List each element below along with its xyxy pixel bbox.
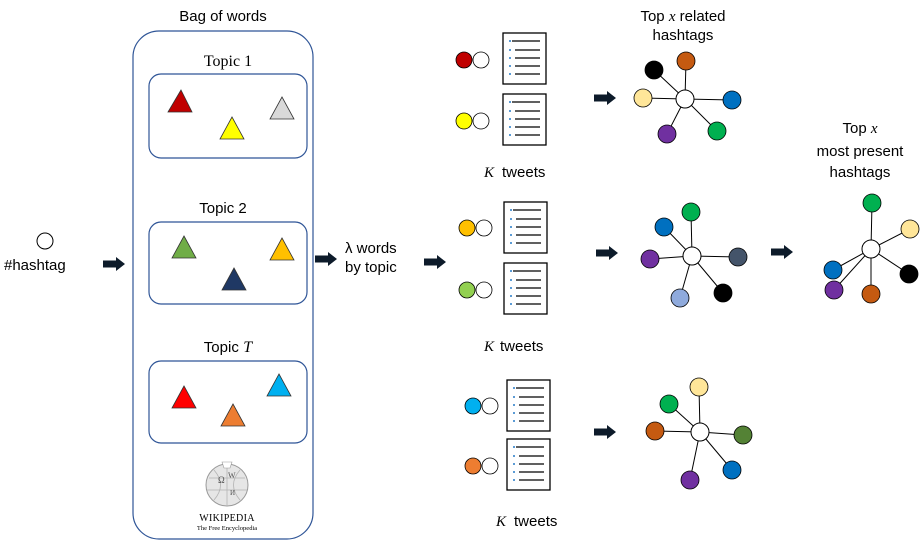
hashtag-node [861,284,881,304]
tweet-document-icon [506,379,551,432]
tweet-document-icon [506,438,551,491]
topic-2-triangle-amber [269,237,295,261]
topic-1-label: Topic 1 [204,53,252,70]
tweet-document-icon [503,201,548,254]
hashtag-dot [458,219,476,237]
hashtag-node [36,232,54,250]
hub-node [675,89,695,109]
arrow-icon [103,257,125,271]
hashtag-node [713,283,733,303]
hashtag-dot [475,281,493,299]
topic-t-triangle-cyan [266,373,292,397]
hashtag-node [707,121,727,141]
hashtag-node [681,202,701,222]
hashtag-node [823,260,843,280]
arrow-icon [315,252,337,266]
hashtag-dot [472,51,490,69]
present-title-line2: most present [817,143,905,160]
topic-1-box [148,73,308,159]
bag-title: Bag of words [179,8,267,25]
topic-t-triangle-red [171,385,197,409]
hashtag-node [689,377,709,397]
hub-node [861,239,881,259]
hashtag-dot [475,219,493,237]
tweet-document-icon [502,32,547,85]
topic-2-triangle-navy [221,267,247,291]
hashtag-dot [481,457,499,475]
hashtag-node [824,280,844,300]
hashtag-dot [481,397,499,415]
wikipedia-globe-logo: Ω W И [205,461,249,507]
wikipedia-wordmark: WIKIPEDIA [199,513,255,524]
hashtag-node [728,247,748,267]
lambda-label-line2: by topic [345,259,397,276]
hashtag-node [644,60,664,80]
topic-t-triangle-orange [220,403,246,427]
hashtag-node [900,219,920,239]
hashtag-node [654,217,674,237]
present-title-line1: Top x [842,120,877,137]
related-hashtags-star-2 [640,202,748,308]
tweet-document-icon [502,93,547,146]
hashtag-node [722,90,742,110]
most-present-hashtags-star [823,193,920,304]
topic-t-box [148,360,308,444]
related-hashtags-star-1 [633,51,742,144]
topic-2-triangle-green [171,235,197,259]
related-title-line1: Top x related [640,8,725,25]
hashtag-node [722,460,742,480]
arrow-icon [594,425,616,439]
hashtag-node [670,288,690,308]
hashtag-node [640,249,660,269]
topic-t-label: Topic T [204,339,253,356]
arrow-icon [594,91,616,105]
hashtag-dot [472,112,490,130]
hub-node [690,422,710,442]
svg-text:Ω: Ω [218,475,225,485]
hashtag-node [680,470,700,490]
topic-2-box [148,221,308,305]
hashtag-dot [455,112,473,130]
hashtag-node [645,421,665,441]
hashtag-node [633,88,653,108]
arrow-icon [424,255,446,269]
related-hashtags-star-3 [645,377,753,490]
hashtag-node [657,124,677,144]
hashtag-node [862,193,882,213]
arrow-icon [771,245,793,259]
topic-1-triangle-red [167,89,193,113]
lambda-label-line1: λ words [345,240,397,257]
hashtag-label: #hashtag [4,257,66,274]
hashtag-dot [455,51,473,69]
hashtag-node [899,264,919,284]
svg-text:W: W [228,471,236,480]
topic-2-label: Topic 2 [199,200,247,217]
topic-1-triangle-gray [269,96,295,120]
hashtag-node [676,51,696,71]
present-title-line3: hashtags [830,164,891,181]
arrow-icon [596,246,618,260]
hashtag-dot [464,397,482,415]
topic-1-triangle-yellow [219,116,245,140]
svg-text:И: И [230,489,235,497]
hashtag-dot [464,457,482,475]
wikipedia-tagline: The Free Encyclopedia [197,525,257,532]
tweet-document-icon [503,262,548,315]
hashtag-node [733,425,753,445]
hashtag-node [659,394,679,414]
hashtag-dot [458,281,476,299]
hub-node [682,246,702,266]
related-title-line2: hashtags [653,27,714,44]
